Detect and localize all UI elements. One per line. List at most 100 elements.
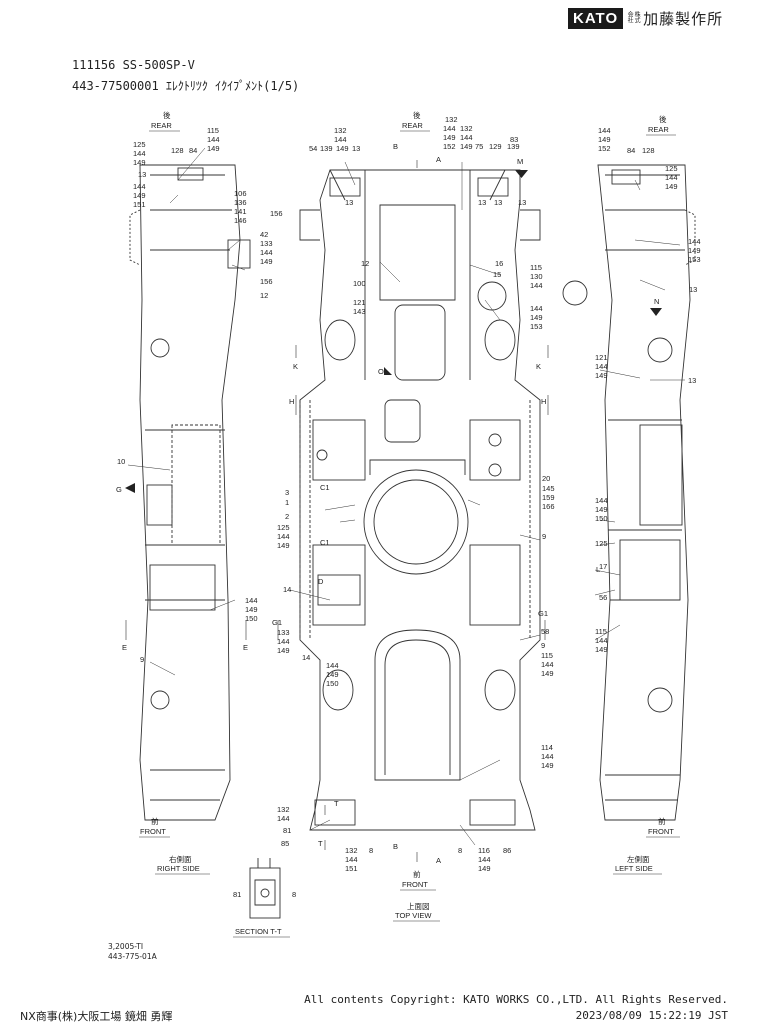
svg-text:144: 144 (598, 126, 611, 135)
svg-text:149: 149 (530, 313, 543, 322)
rear-en-right: REAR (151, 121, 172, 130)
marker-a-top: A (436, 155, 441, 164)
svg-text:115: 115 (207, 126, 219, 135)
svg-text:1: 1 (285, 498, 289, 507)
rear-jp-top: 後 (413, 110, 421, 120)
svg-text:149: 149 (595, 645, 608, 654)
rear-jp-right: 後 (163, 110, 171, 120)
svg-text:14: 14 (302, 653, 310, 662)
svg-text:16: 16 (495, 259, 503, 268)
svg-text:128: 128 (171, 146, 184, 155)
svg-text:149: 149 (665, 182, 678, 191)
svg-text:166: 166 (542, 502, 555, 511)
top-view-en: TOP VIEW (395, 911, 432, 920)
top-pump (477, 281, 507, 311)
front-jp-right: 前 (151, 816, 159, 826)
marker-e-left: E (122, 643, 127, 652)
top-hatch (384, 399, 421, 443)
left-side-jp: 左側面 (627, 854, 650, 864)
marker-t-a: T (334, 799, 339, 808)
marker-b-top: B (393, 142, 398, 151)
front-jp-left: 前 (658, 816, 666, 826)
svg-text:8: 8 (369, 846, 373, 855)
svg-text:128: 128 (642, 146, 655, 155)
svg-text:141: 141 (234, 207, 247, 216)
marker-t-b: T (318, 839, 323, 848)
right-side-en: RIGHT SIDE (157, 864, 200, 873)
svg-text:81: 81 (283, 826, 291, 835)
svg-text:132: 132 (277, 805, 290, 814)
svg-text:121: 121 (353, 298, 366, 307)
svg-text:144: 144 (530, 281, 543, 290)
front-jp-top: 前 (413, 869, 421, 879)
section-t-t-view (249, 858, 281, 919)
marker-m: M (517, 157, 523, 166)
svg-text:143: 143 (353, 307, 366, 316)
top-turntable-outer (363, 469, 469, 575)
svg-text:150: 150 (326, 679, 339, 688)
svg-text:149: 149 (595, 371, 608, 380)
svg-text:145: 145 (542, 484, 555, 493)
marker-n: N (654, 297, 659, 306)
svg-text:86: 86 (503, 846, 511, 855)
svg-text:54: 54 (309, 144, 317, 153)
svg-text:84: 84 (189, 146, 197, 155)
svg-text:144: 144 (478, 855, 491, 864)
svg-text:13: 13 (138, 170, 146, 179)
svg-text:42: 42 (260, 230, 268, 239)
svg-text:133: 133 (260, 239, 273, 248)
svg-text:153: 153 (688, 255, 701, 264)
svg-text:149: 149 (277, 646, 290, 655)
marker-b-bottom: B (393, 842, 398, 851)
svg-text:149: 149 (245, 605, 258, 614)
top-rear-bracket-right (477, 177, 509, 197)
top-view (299, 169, 541, 831)
left-side-view (562, 164, 696, 821)
svg-text:13: 13 (478, 198, 486, 207)
svg-text:149: 149 (460, 142, 473, 151)
svg-text:20: 20 (542, 474, 550, 483)
svg-text:125: 125 (665, 164, 678, 173)
svg-text:13: 13 (345, 198, 353, 207)
marker-e-right: E (243, 643, 248, 652)
top-boom-rest (374, 629, 461, 781)
svg-text:156: 156 (270, 209, 283, 218)
svg-text:151: 151 (133, 200, 146, 209)
section-title: SECTION T-T (235, 927, 282, 936)
top-compressor (394, 304, 446, 381)
svg-text:85: 85 (281, 839, 289, 848)
svg-text:153: 153 (530, 322, 543, 331)
svg-text:14: 14 (283, 585, 291, 594)
svg-text:81: 81 (233, 890, 241, 899)
svg-text:149: 149 (336, 144, 349, 153)
svg-text:144: 144 (260, 248, 273, 257)
svg-text:13: 13 (518, 198, 526, 207)
marker-d: D (318, 577, 324, 586)
svg-text:2: 2 (285, 512, 289, 521)
svg-text:149: 149 (133, 158, 146, 167)
svg-text:56: 56 (599, 593, 607, 602)
marker-o: O (378, 367, 384, 376)
svg-text:139: 139 (320, 144, 333, 153)
rear-jp-left: 後 (659, 114, 667, 124)
svg-text:144: 144 (443, 124, 456, 133)
right-side-jp: 右側面 (169, 854, 192, 864)
svg-text:133: 133 (277, 628, 290, 637)
svg-text:149: 149 (595, 505, 608, 514)
svg-text:149: 149 (598, 135, 611, 144)
svg-text:132: 132 (445, 115, 458, 124)
logo-small: 株式会社 (626, 10, 641, 23)
svg-text:149: 149 (541, 669, 554, 678)
svg-text:100: 100 (353, 279, 366, 288)
marker-h-right: H (541, 397, 546, 406)
svg-text:152: 152 (598, 144, 611, 153)
svg-text:149: 149 (541, 761, 554, 770)
view-labels: 後 REAR 後 REAR 後 REAR 前 FRONT 前 FRONT 前 F… (140, 110, 674, 936)
logo-brand: KATO (568, 8, 624, 29)
svg-text:136: 136 (234, 198, 247, 207)
svg-text:130: 130 (530, 272, 543, 281)
svg-text:159: 159 (542, 493, 555, 502)
marker-h-left: H (289, 397, 294, 406)
svg-text:146: 146 (234, 216, 247, 225)
